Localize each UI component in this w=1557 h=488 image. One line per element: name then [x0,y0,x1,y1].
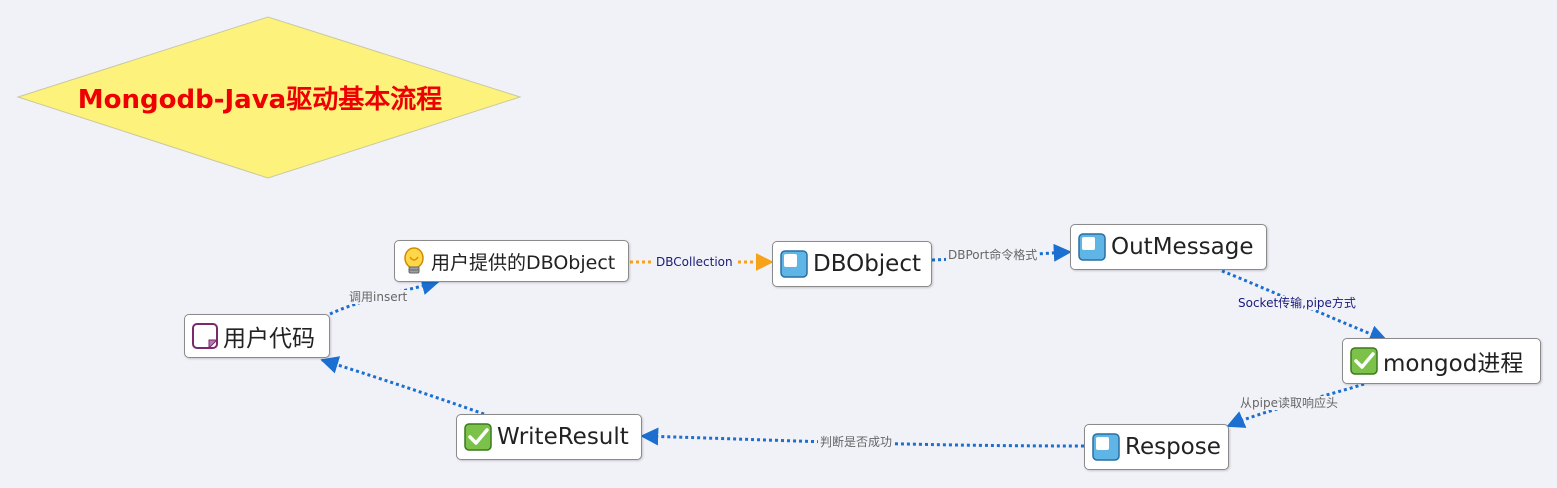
node-label: 用户代码 [223,326,315,352]
lightbulb-icon [404,247,424,274]
edge-label-check-success: 判断是否成功 [818,435,895,449]
cube-icon [1092,433,1120,461]
edge-label-dbport: DBPort命令格式 [946,248,1040,262]
node-label: Respose [1125,434,1221,460]
edge-label-socket: Socket传输,pipe方式 [1236,296,1358,310]
cube-icon [780,250,808,278]
node-label: WriteResult [497,424,629,450]
edge-label-call-insert: 调用insert [347,290,410,304]
node-label: DBObject [813,251,921,277]
node-label: 用户提供的DBObject [431,251,616,274]
checkmark-icon [464,423,492,451]
node-dbobject[interactable]: DBObject [772,241,932,287]
note-icon [192,323,219,350]
node-user-dbobject[interactable]: 用户提供的DBObject [394,240,629,282]
edge-label-dbcollection: DBCollection [654,255,735,269]
title-diamond [16,16,522,179]
node-user-code[interactable]: 用户代码 [184,314,330,358]
node-writeresult[interactable]: WriteResult [456,414,642,460]
cube-icon [1078,233,1106,261]
node-mongod[interactable]: mongod进程 [1342,338,1541,384]
node-respose[interactable]: Respose [1084,424,1229,470]
edge-respose-to-writeresult [640,427,1085,448]
node-label: mongod进程 [1383,351,1524,377]
title-block: Mongodb-Java驱动基本流程 [16,16,520,178]
node-label: OutMessage [1111,234,1254,260]
checkmark-icon [1350,347,1378,375]
diagram-title: Mongodb-Java驱动基本流程 [77,84,443,115]
node-outmessage[interactable]: OutMessage [1070,224,1267,270]
edge-writeresult-to-usercode [320,356,485,416]
edge-label-read-pipe: 从pipe读取响应头 [1238,396,1340,410]
